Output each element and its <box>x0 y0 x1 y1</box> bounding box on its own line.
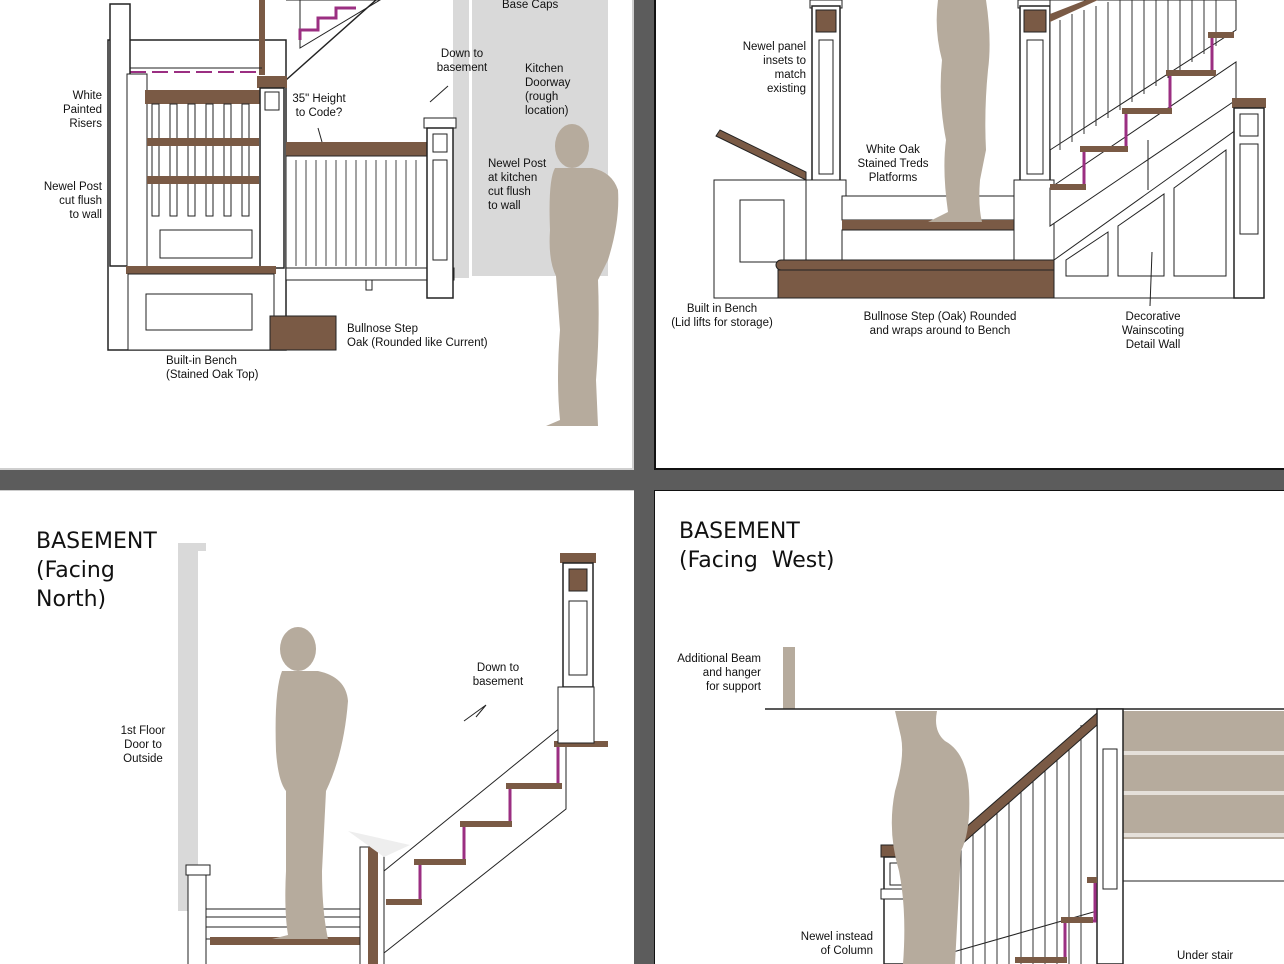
staircase-drawing-1 <box>107 0 619 426</box>
staircase-drawing-4 <box>765 647 1284 964</box>
label-newel-insets: Newel panel insets to match existing <box>742 41 806 95</box>
panel-first-floor-north: Base Caps Down to basement Kitchen Doorw… <box>0 0 634 470</box>
label-newel-flush: Newel Post cut flush to wall <box>43 181 102 221</box>
label-newel-kitchen: Newel Post at kitchen cut flush to wall <box>488 158 547 212</box>
label-white-risers: White Painted Risers <box>62 90 102 130</box>
panel-title: BASEMENT (Facing North) <box>36 529 157 612</box>
label-down-to-basement: Down to basement <box>472 662 524 688</box>
label-wainscoting: Decorative Wainscoting Detail Wall <box>1121 311 1185 351</box>
label-built-in-bench: Built-in Bench (Stained Oak Top) <box>166 355 259 381</box>
panel-first-floor-east: Newel panel insets to match existing Whi… <box>654 0 1284 470</box>
person-silhouette <box>928 0 990 222</box>
label-height-code: 35" Height to Code? <box>292 93 346 119</box>
label-built-in-bench: Built in Bench (Lid lifts for storage) <box>671 303 773 329</box>
label-newel-instead: Newel instead of Column <box>800 931 873 957</box>
label-base-caps: Base Caps <box>502 0 559 11</box>
panel-title: BASEMENT (Facing West) <box>679 519 835 573</box>
staircase-drawing-3 <box>178 543 608 964</box>
staircase-drawing-2 <box>713 0 1266 307</box>
person-silhouette <box>546 124 619 426</box>
label-under-stair: Under stair <box>1177 950 1234 962</box>
label-bullnose-step: Bullnose Step Oak (Rounded like Current) <box>347 323 488 349</box>
label-kitchen-doorway: Kitchen Doorway (rough location) <box>525 63 571 117</box>
person-silhouette <box>272 627 348 939</box>
person-silhouette <box>891 711 970 964</box>
panel-basement-west: BASEMENT (Facing West) <box>654 490 1284 964</box>
label-bullnose-step: Bullnose Step (Oak) Rounded and wraps ar… <box>863 311 1017 337</box>
label-treads: White Oak Stained Treds Platforms <box>857 144 929 184</box>
label-down-to-basement: Down to basement <box>436 48 488 74</box>
label-additional-beam: Additional Beam and hanger for support <box>677 653 761 693</box>
label-door-outside: 1st Floor Door to Outside <box>120 725 166 765</box>
panel-basement-north: BASEMENT (Facing North) <box>0 490 634 964</box>
